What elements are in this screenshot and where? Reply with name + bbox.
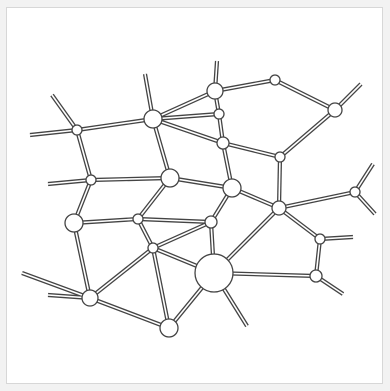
node-n14 xyxy=(64,213,84,233)
node-n8 xyxy=(274,151,286,163)
node-n21 xyxy=(81,289,99,307)
edge-n5-n8-inner xyxy=(279,109,336,158)
edge-stub-n21-10-inner xyxy=(21,272,91,299)
edge-n4-n5-inner xyxy=(274,79,336,111)
edge-n3-n4-inner xyxy=(214,79,276,92)
node-n18 xyxy=(147,242,159,254)
node-n5 xyxy=(327,102,343,118)
edge-n2-n6-inner xyxy=(152,113,220,120)
node-n12 xyxy=(349,186,361,198)
edge-n2-n3-inner xyxy=(152,90,216,120)
diagram-panel xyxy=(6,7,383,384)
edge-n21-n22-inner xyxy=(89,297,170,329)
node-n9 xyxy=(85,174,97,186)
edge-stub-n1-1-inner xyxy=(51,94,78,131)
edge-n14-n21-inner xyxy=(73,222,91,299)
node-n4 xyxy=(269,74,281,86)
edge-n18-n22-inner xyxy=(152,247,170,329)
edge-n1-n2-inner xyxy=(76,118,154,131)
node-n3 xyxy=(206,82,224,100)
edge-n13-n17-inner xyxy=(278,207,321,240)
node-n20 xyxy=(309,269,323,283)
node-n7 xyxy=(216,136,230,150)
node-n1 xyxy=(71,124,83,136)
edge-outer-layer xyxy=(21,60,377,330)
edge-n14-n15-inner xyxy=(73,218,139,224)
edge-n2-n10-inner xyxy=(152,118,171,179)
edge-n8-n13-inner xyxy=(278,156,281,209)
node-n17 xyxy=(314,233,326,245)
node-n19 xyxy=(194,253,234,293)
node-n22 xyxy=(159,318,179,338)
edge-n16-n18-inner xyxy=(152,221,212,249)
node-n10 xyxy=(160,168,180,188)
node-n6 xyxy=(213,108,225,120)
edge-n2-n7-inner xyxy=(152,118,224,144)
edge-n15-n16-inner xyxy=(137,218,212,223)
edge-n10-n11-inner xyxy=(169,177,233,189)
node-n11 xyxy=(222,178,242,198)
node-n16 xyxy=(204,215,218,229)
edge-n9-n10-inner xyxy=(90,177,171,181)
edge-n13-n12-inner xyxy=(278,191,356,209)
node-n13 xyxy=(271,200,287,216)
edge-stub-n1-0-inner xyxy=(29,129,78,136)
node-layer xyxy=(64,74,361,338)
node-n15 xyxy=(132,213,144,225)
edge-n1-n9-inner xyxy=(76,129,92,181)
edge-stub-n9-5-inner xyxy=(47,179,92,185)
edge-inner-layer xyxy=(21,60,376,329)
node-n2 xyxy=(143,109,163,129)
edge-n7-n8-inner xyxy=(222,142,281,158)
edge-n18-n21-inner xyxy=(89,247,154,299)
